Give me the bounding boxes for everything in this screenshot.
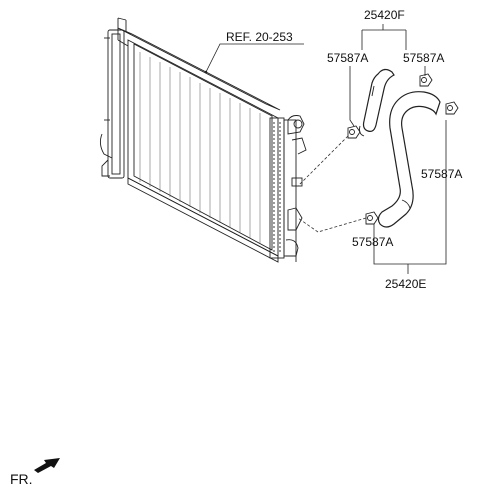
radiator-assembly xyxy=(99,17,307,263)
upper-hose-part-label: 25420F xyxy=(364,8,405,22)
lower-radiator-hose xyxy=(377,91,441,228)
radiator-core-fins xyxy=(139,52,261,243)
ref-callout: REF. 20-253 xyxy=(204,30,304,74)
clamp-upper-right: 57587A xyxy=(403,51,444,87)
upper-hose-callout: 25420F xyxy=(361,8,407,50)
upper-hose-connection-line xyxy=(297,135,349,187)
clamp-upper-left: 57587A xyxy=(327,51,368,139)
clamp-upper-right-label: 57587A xyxy=(403,51,444,65)
upper-radiator-hose xyxy=(359,68,395,137)
lower-hose-part-label: 25420E xyxy=(385,277,426,291)
radiator-right-tank xyxy=(269,115,307,262)
front-indicator-label: FR. xyxy=(10,471,33,487)
radiator-left-tank xyxy=(99,17,127,179)
clamp-lower-right-label: 57587A xyxy=(421,167,462,181)
lower-hose-connection-line xyxy=(297,217,367,233)
clamp-lower-left-label: 57587A xyxy=(352,235,393,249)
front-indicator: FR. xyxy=(10,458,60,487)
lower-hose-callout: 25420E xyxy=(373,120,447,291)
clamp-lower-right: 57587A xyxy=(421,101,462,181)
clamp-lower-left: 57587A xyxy=(352,211,393,249)
ref-label: REF. 20-253 xyxy=(226,30,293,44)
clamp-upper-left-label: 57587A xyxy=(327,51,368,65)
front-arrow-icon xyxy=(34,458,60,473)
